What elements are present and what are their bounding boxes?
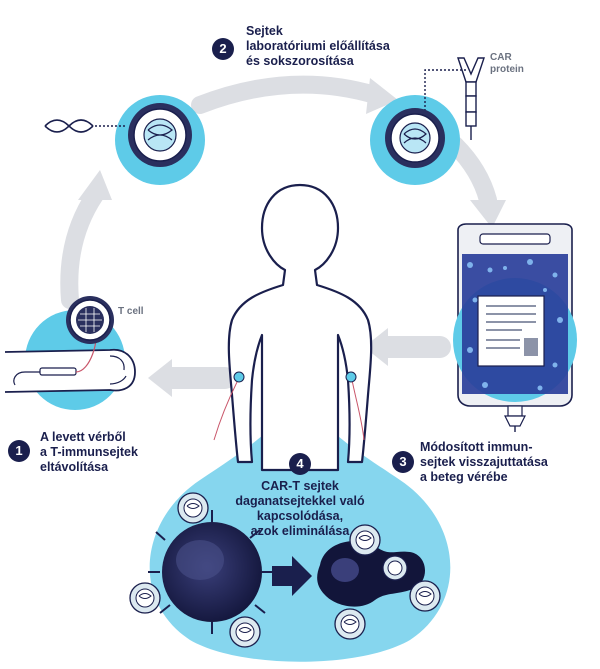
car-t-cell	[382, 555, 408, 581]
step-1-label: A levett vérből a T-immunsejtek eltávolí…	[40, 430, 138, 475]
arrow-head-top	[366, 78, 398, 114]
step-3-badge: 3	[392, 451, 414, 473]
iv-lines	[213, 379, 365, 441]
step-4-badge: 4	[289, 453, 311, 475]
step-3-line: a beteg vérébe	[420, 470, 508, 484]
car-t-cell	[334, 608, 366, 640]
step-1-line: a T-immunsejtek	[40, 445, 138, 459]
car-protein-icon	[424, 57, 485, 140]
injection-sites	[233, 371, 357, 383]
step-3-line: sejtek visszajuttatása	[420, 455, 548, 469]
step-1-line: eltávolítása	[40, 460, 109, 474]
t-cell-icon	[66, 296, 114, 344]
arrow-head-left	[78, 170, 112, 200]
car-protein-line: protein	[490, 64, 524, 75]
step-4-label: CAR-T sejtek daganatsejtekkel való kapcs…	[220, 479, 380, 539]
step-4-line: CAR-T sejtek	[261, 479, 339, 493]
step-1-line: A levett vérből	[40, 430, 126, 444]
step-3-label: Módosított immun- sejtek visszajuttatása…	[420, 440, 548, 485]
step-2-badge: 2	[212, 38, 234, 60]
step-2-label: Sejtek laboratóriumi előállítása és soks…	[246, 24, 390, 69]
step-2-line: Sejtek	[246, 24, 283, 38]
arrow-top	[191, 75, 384, 114]
car-protein-label: CAR protein	[490, 52, 524, 76]
dna-helix-icon	[44, 119, 125, 133]
arrow-head-mid-left	[148, 359, 172, 397]
step-4-line: azok eliminálása	[250, 524, 350, 538]
iv-bag	[453, 223, 577, 432]
car-t-cell	[229, 616, 261, 648]
car-t-cell	[409, 580, 441, 612]
arrow-left	[60, 186, 104, 309]
transform-arrow	[272, 556, 312, 596]
step-4-line: kapcsolódása,	[256, 509, 344, 523]
arrow-head-mid-right	[364, 328, 388, 366]
dna-cell-circle	[115, 95, 205, 185]
arrow-head-right	[470, 200, 506, 228]
car-cell-circle	[370, 95, 460, 185]
step-2-line: laboratóriumi előállítása	[246, 39, 390, 53]
car-t-cell	[177, 492, 209, 524]
car-t-cell	[129, 582, 161, 614]
step-3-line: Módosított immun-	[420, 440, 533, 454]
tumor-cell-large	[148, 510, 274, 634]
patient-silhouette	[227, 183, 373, 472]
car-t-cells	[129, 492, 441, 648]
car-t-cell	[349, 524, 381, 556]
step-2-line: és sokszorosítása	[246, 54, 354, 68]
t-cell-label: T cell	[118, 306, 144, 317]
step-1-badge: 1	[8, 440, 30, 462]
arrow-right	[446, 136, 497, 209]
step-4-line: daganatsejtekkel való	[235, 494, 365, 508]
cycle-arrows	[60, 75, 497, 389]
car-protein-line: CAR	[490, 52, 512, 63]
